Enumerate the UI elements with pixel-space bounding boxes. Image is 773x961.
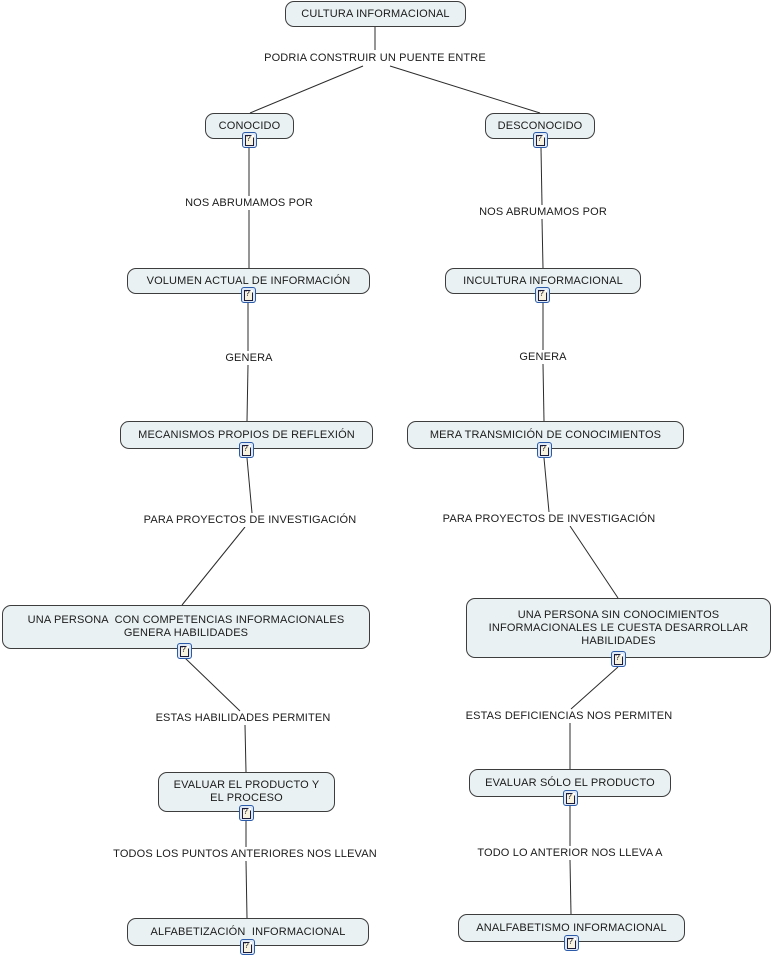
note-page-shape: ?	[180, 645, 189, 657]
edge-persona-con-to-l8	[184, 657, 241, 712]
note-question-icon-alfabetizacion[interactable]: ?	[240, 939, 255, 955]
node-label-volumen: VOLUMEN ACTUAL DE INFORMACIÓN	[146, 274, 351, 287]
note-question-icon-persona-con[interactable]: ?	[177, 643, 192, 659]
edge-l8-to-evaluar-ambos	[244, 724, 247, 773]
note-question-glyph: ?	[243, 807, 248, 816]
edge-l4-to-mecanismos	[246, 364, 249, 422]
node-label-incultura: INCULTURA INFORMACIONAL	[463, 274, 623, 287]
note-page-shape: ?	[242, 807, 251, 819]
note-question-glyph: ?	[243, 444, 248, 453]
edge-mera-to-l7	[543, 457, 550, 513]
node-persona-sin[interactable]: UNA PERSONA SIN CONOCIMIENTOS INFORMACIO…	[466, 598, 771, 658]
edge-desconocido-to-l3	[540, 147, 543, 206]
note-question-icon-mecanismos[interactable]: ?	[239, 442, 254, 458]
note-question-glyph: ?	[537, 134, 542, 143]
node-label-alfabetizacion: ALFABETIZACIÓN INFORMACIONAL	[150, 925, 346, 938]
note-page-shape: ?	[245, 134, 254, 146]
node-label-analfabetismo: ANALFABETISMO INFORMACIONAL	[476, 921, 667, 934]
edge-label-l3[interactable]: NOS ABRUMAMOS POR	[476, 205, 610, 219]
note-question-icon-evaluar-solo[interactable]: ?	[563, 790, 578, 806]
note-page-shape: ?	[243, 941, 252, 953]
note-page-shape: ?	[567, 937, 576, 949]
note-question-glyph: ?	[244, 941, 249, 950]
note-question-glyph: ?	[181, 645, 186, 654]
note-question-glyph: ?	[245, 289, 250, 298]
node-label-desconocido: DESCONOCIDO	[497, 119, 583, 132]
edge-label-l10[interactable]: TODOS LOS PUNTOS ANTERIORES NOS LLEVAN	[110, 847, 380, 861]
edge-persona-sin-to-l9	[570, 666, 619, 710]
note-question-glyph: ?	[567, 792, 572, 801]
note-page-shape: ?	[538, 289, 547, 301]
note-question-icon-evaluar-ambos[interactable]: ?	[239, 805, 254, 821]
node-label-persona-sin: UNA PERSONA SIN CONOCIMIENTOS INFORMACIO…	[488, 608, 749, 647]
note-question-glyph: ?	[541, 444, 546, 453]
note-question-glyph: ?	[615, 653, 620, 662]
edge-l11-to-analfabetismo	[569, 859, 572, 915]
edge-label-l5[interactable]: GENERA	[516, 350, 570, 364]
edge-label-l7[interactable]: PARA PROYECTOS DE INVESTIGACIÓN	[439, 512, 659, 526]
note-question-icon-conocido[interactable]: ?	[242, 132, 257, 148]
edge-label-l11[interactable]: TODO LO ANTERIOR NOS LLEVA A	[474, 846, 666, 860]
node-label-conocido: CONOCIDO	[218, 119, 281, 132]
note-question-glyph: ?	[539, 289, 544, 298]
note-page-shape: ?	[536, 134, 545, 146]
note-page-shape: ?	[540, 444, 549, 456]
edge-label-l6[interactable]: PARA PROYECTOS DE INVESTIGACIÓN	[140, 513, 360, 527]
node-evaluar-ambos[interactable]: EVALUAR EL PRODUCTO Y EL PROCESO	[158, 772, 335, 812]
edge-label-l8[interactable]: ESTAS HABILIDADES PERMITEN	[152, 711, 334, 725]
edge-l3-to-incultura	[541, 218, 544, 269]
note-page-shape: ?	[242, 444, 251, 456]
edge-l5-to-mera	[542, 363, 545, 422]
edge-label-l2[interactable]: NOS ABRUMAMOS POR	[182, 196, 316, 210]
node-persona-con[interactable]: UNA PERSONA CON COMPETENCIAS INFORMACION…	[2, 605, 370, 649]
edge-l6-to-persona-con	[181, 526, 246, 606]
note-question-icon-desconocido[interactable]: ?	[533, 132, 548, 148]
note-question-icon-persona-sin[interactable]: ?	[611, 651, 626, 667]
edge-label-l1[interactable]: PODRIA CONSTRUIR UN PUENTE ENTRE	[261, 51, 489, 65]
node-label-evaluar-ambos: EVALUAR EL PRODUCTO Y EL PROCESO	[173, 779, 320, 804]
node-label-mecanismos: MECANISMOS PROPIOS DE REFLEXIÓN	[138, 428, 355, 441]
edge-label-l9[interactable]: ESTAS DEFICIENCIAS NOS PERMITEN	[462, 709, 676, 723]
note-question-glyph: ?	[568, 937, 573, 946]
node-label-evaluar-solo: EVALUAR SÓLO EL PRODUCTO	[485, 776, 655, 789]
note-page-shape: ?	[614, 653, 623, 665]
note-question-icon-mera[interactable]: ?	[537, 442, 552, 458]
node-incultura[interactable]: INCULTURA INFORMACIONAL	[445, 268, 641, 294]
node-label-persona-con: UNA PERSONA CON COMPETENCIAS INFORMACION…	[27, 614, 345, 639]
node-label-root: CULTURA INFORMACIONAL	[301, 7, 450, 20]
note-question-icon-analfabetismo[interactable]: ?	[564, 935, 579, 951]
note-question-icon-volumen[interactable]: ?	[241, 287, 256, 303]
node-label-mera: MERA TRANSMICIÓN DE CONOCIMIENTOS	[429, 428, 662, 441]
edge-mecanismos-to-l6	[246, 457, 253, 514]
edge-label-l4[interactable]: GENERA	[222, 351, 276, 365]
node-root[interactable]: CULTURA INFORMACIONAL	[285, 1, 466, 27]
note-page-shape: ?	[244, 289, 253, 301]
note-question-icon-incultura[interactable]: ?	[535, 287, 550, 303]
note-page-shape: ?	[566, 792, 575, 804]
note-question-glyph: ?	[246, 134, 251, 143]
edge-l7-to-persona-sin	[569, 525, 619, 599]
edge-l10-to-alfabetizacion	[245, 860, 248, 919]
edge-l1-to-desconocido	[389, 65, 541, 114]
edge-l1-to-conocido	[249, 65, 364, 114]
